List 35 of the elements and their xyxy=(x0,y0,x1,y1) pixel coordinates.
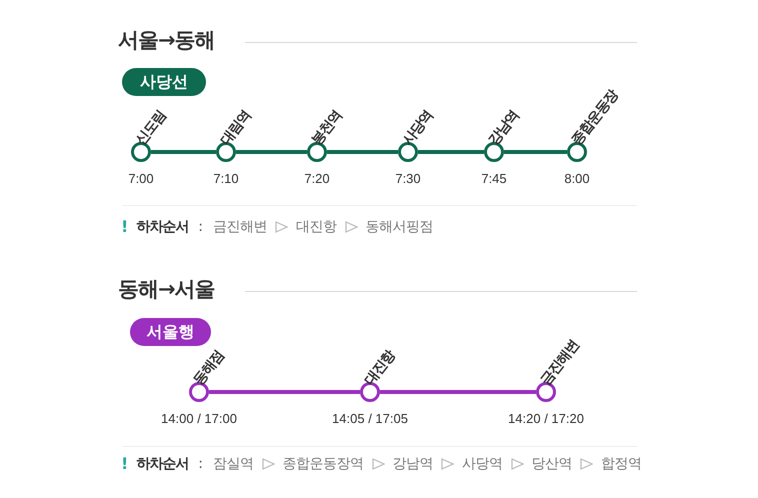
exclamation-mark: ! xyxy=(121,217,128,236)
exclamation-mark: ! xyxy=(121,454,128,473)
colon: : xyxy=(198,218,204,234)
stop-name: 강남역 xyxy=(392,454,434,472)
stop-name: 금진해변 xyxy=(213,218,268,236)
stop-name: 대진항 xyxy=(296,218,337,236)
line-badge: 사당선 xyxy=(122,68,206,96)
route-line xyxy=(380,390,536,394)
section-heading: 서울→동해 xyxy=(118,27,215,54)
departure-time: 7:20 xyxy=(304,171,330,186)
route-line xyxy=(236,150,307,154)
stop-name: 합정역 xyxy=(601,454,642,472)
departure-time: 7:10 xyxy=(213,171,239,186)
route-line xyxy=(151,150,216,154)
departure-time: 14:20 / 17:20 xyxy=(508,411,584,426)
stop-name: 잠실역 xyxy=(213,454,254,472)
route-line xyxy=(504,150,567,154)
colon: : xyxy=(198,456,204,472)
route-line xyxy=(418,150,484,154)
departure-time: 8:00 xyxy=(564,171,590,186)
stop-name: 사당역 xyxy=(462,454,503,472)
departure-time: 14:00 / 17:00 xyxy=(161,411,237,426)
route-line xyxy=(209,390,360,394)
line-badge: 서울행 xyxy=(130,318,211,346)
departure-time: 7:30 xyxy=(395,171,421,186)
drop-off-title: 하차순서 xyxy=(136,454,188,472)
stop-name: 동해서핑점 xyxy=(366,218,434,236)
section-heading: 동해→서울 xyxy=(118,276,215,303)
drop-off-title: 하차순서 xyxy=(136,218,188,236)
departure-time: 7:00 xyxy=(128,171,154,186)
stop-name: 당산역 xyxy=(532,454,572,472)
route-line xyxy=(327,150,398,154)
departure-time: 7:45 xyxy=(481,171,507,186)
stop-name: 종합운동장역 xyxy=(282,454,364,472)
departure-time: 14:05 / 17:05 xyxy=(332,411,408,426)
